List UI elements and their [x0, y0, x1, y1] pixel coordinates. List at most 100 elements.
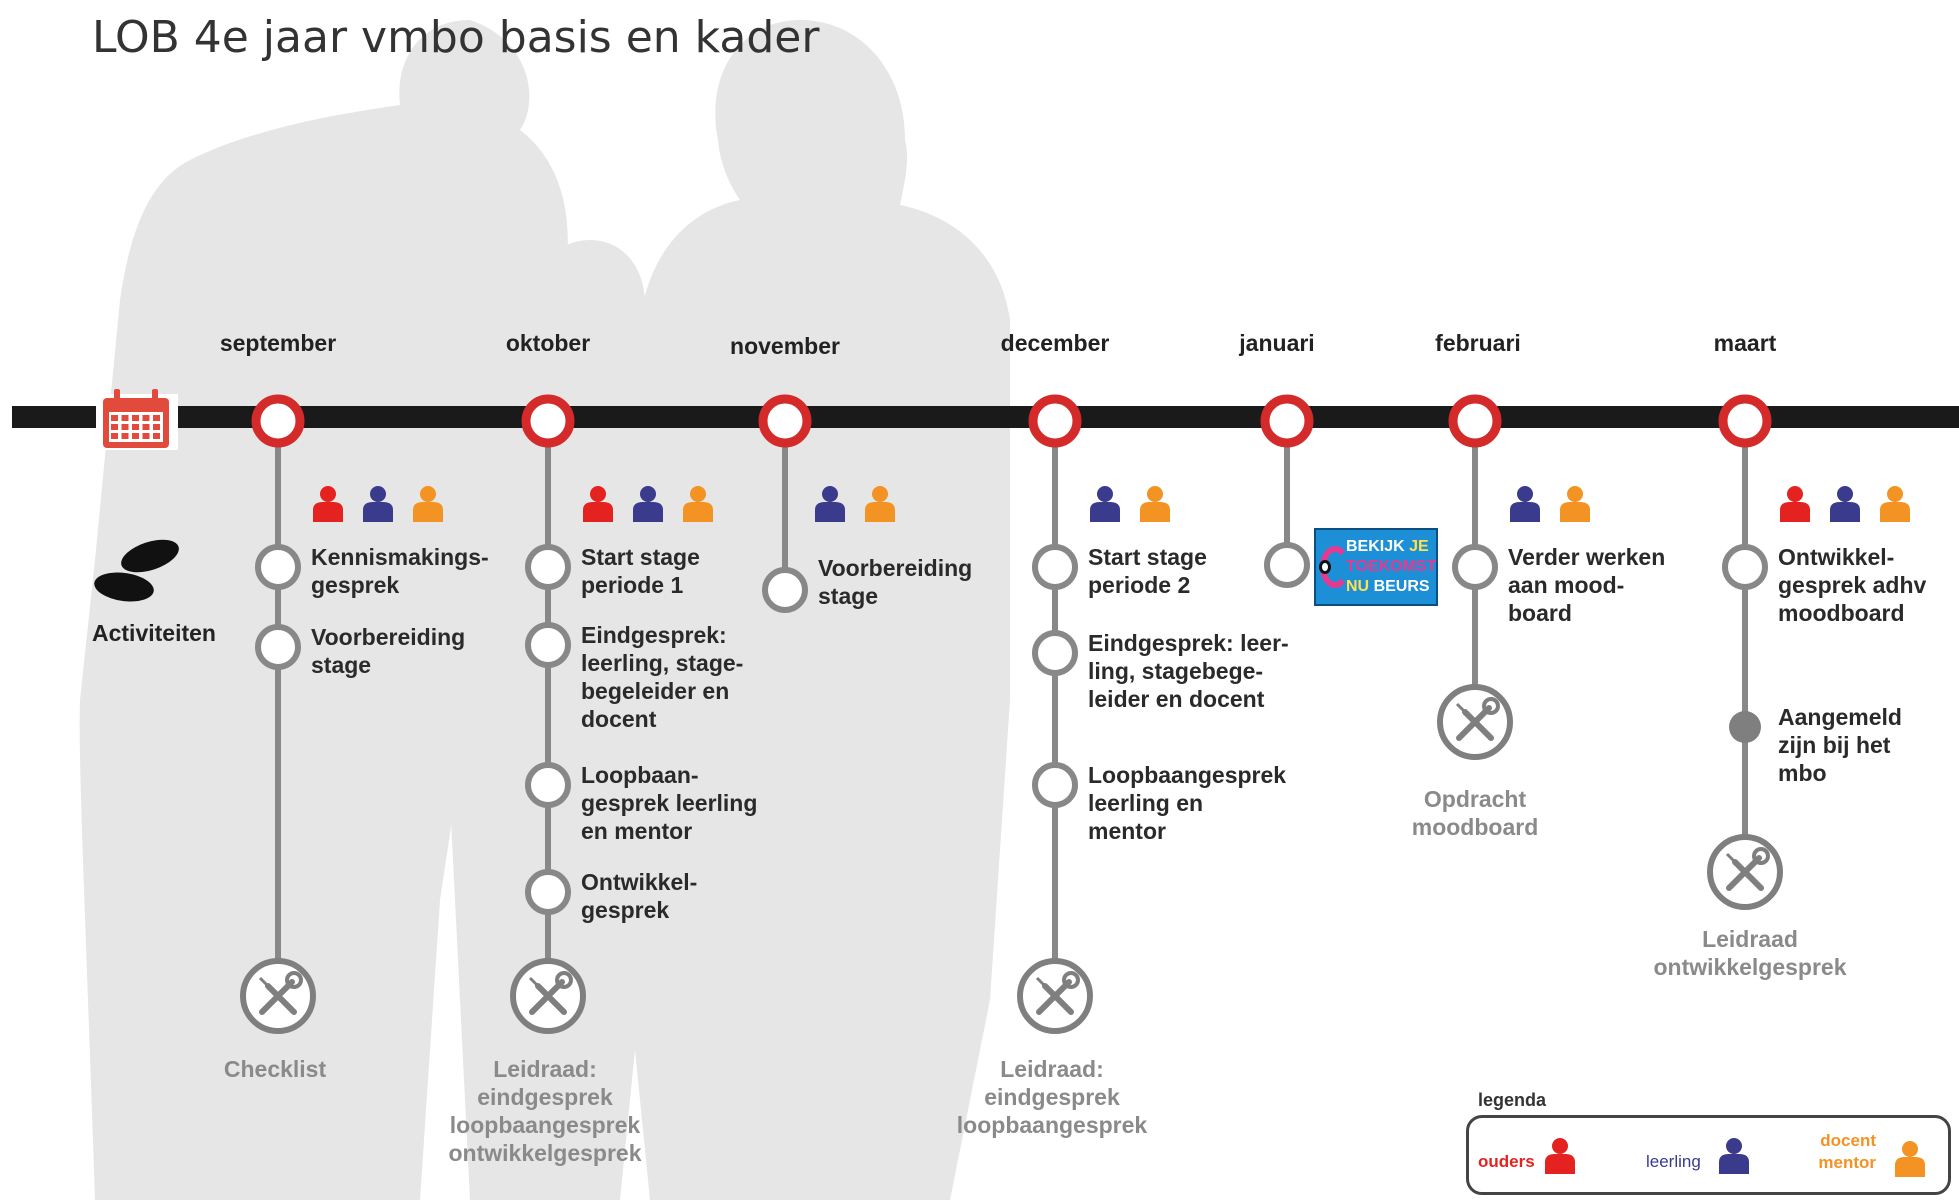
calendar-icon-cell	[132, 433, 139, 439]
month-marker	[521, 394, 575, 448]
person-icon	[1719, 1138, 1749, 1174]
person-icon	[1780, 486, 1810, 522]
activity-node	[762, 567, 808, 613]
person-icon-body	[1719, 1154, 1749, 1174]
person-icon-body	[865, 502, 895, 522]
activity-node	[525, 544, 571, 590]
beurs-line-1: BEKIJK JE	[1346, 538, 1429, 556]
activities-label: Activiteiten	[92, 620, 216, 646]
month-label: februari	[1435, 330, 1521, 356]
calendar-icon-cell	[153, 424, 160, 430]
beurs-word-nu: NU	[1346, 578, 1370, 595]
activity-label: Loopbaan- gesprek leerling en mentor	[581, 762, 758, 844]
activity-label: Voorbereiding stage	[818, 555, 973, 609]
person-icon	[1880, 486, 1910, 522]
beurs-badge: BEKIJK JE TOEKOMST NU BEURS	[1314, 528, 1438, 606]
activity-label: Ontwikkel- gesprek adhv moodboard	[1778, 544, 1927, 626]
tool-label: Leidraad ontwikkelgesprek	[1653, 926, 1847, 980]
person-icon	[683, 486, 713, 522]
person-icon-head	[1837, 486, 1853, 502]
activity-label: Loopbaangesprek leerling en mentor	[1088, 762, 1287, 844]
calendar-icon-cell	[111, 433, 118, 439]
person-icon	[1090, 486, 1120, 522]
beurs-word-beurs: BEURS	[1373, 578, 1430, 595]
person-icon	[313, 486, 343, 522]
tools-icon-screwdriver-tip	[258, 976, 270, 988]
person-icon-body	[583, 502, 613, 522]
activity-node	[1032, 762, 1078, 808]
person-icon-body	[1140, 502, 1170, 522]
calendar-icon-cell	[142, 424, 150, 430]
activity-label: Start stage periode 2	[1088, 544, 1207, 598]
person-icon	[815, 486, 845, 522]
person-icon	[1560, 486, 1590, 522]
month-oktober	[521, 394, 575, 960]
activity-label: Eindgesprek: leerling, stage- begeleider…	[581, 622, 744, 732]
activity-node	[525, 762, 571, 808]
person-icon-head	[1517, 486, 1533, 502]
month-label: december	[1000, 330, 1110, 356]
person-icon	[1830, 486, 1860, 522]
tools-icon	[510, 958, 586, 1034]
legend-leerling-label: leerling	[1646, 1152, 1701, 1171]
calendar-icon	[96, 389, 178, 450]
calendar-icon-cell	[111, 415, 118, 421]
person-icon-head	[1567, 486, 1583, 502]
beurs-word-je: JE	[1409, 538, 1429, 555]
calendar-icon-cell	[121, 433, 129, 439]
activity-label: Verder werken aan mood- board	[1508, 544, 1666, 626]
legend-docent-label: docent mentor	[1818, 1131, 1876, 1172]
activity-node	[1452, 544, 1498, 590]
person-icon-head	[420, 486, 436, 502]
tools-icon-wrench-head	[285, 971, 303, 989]
month-marker	[1448, 394, 1502, 448]
silhouette-adult-left	[79, 20, 568, 1200]
activity-node	[1264, 542, 1310, 588]
page-title: LOB 4e jaar vmbo basis en kader	[92, 12, 820, 63]
activity-label: Eindgesprek: leer- ling, stagebege- leid…	[1088, 630, 1289, 712]
beurs-word-bekijk: BEKIJK	[1346, 538, 1405, 555]
tools-icon-screwdriver-tip	[1035, 976, 1047, 988]
month-december	[1028, 394, 1082, 960]
month-label: januari	[1239, 330, 1315, 356]
activity-node	[1032, 544, 1078, 590]
month-label: maart	[1713, 330, 1777, 356]
month-november	[758, 394, 812, 613]
activity-node	[1722, 544, 1768, 590]
activity-node	[1729, 711, 1761, 743]
beurs-word-toekomst: TOEKOMST	[1346, 558, 1437, 575]
legend-title: legenda	[1478, 1090, 1547, 1110]
person-icon	[1140, 486, 1170, 522]
silhouette-child	[444, 240, 682, 1200]
person-icon-body	[1880, 502, 1910, 522]
person-icon-head	[1552, 1138, 1568, 1154]
person-icon	[1895, 1141, 1925, 1177]
person-icon-body	[1560, 502, 1590, 522]
person-icon-body	[1780, 502, 1810, 522]
tools-icon	[1437, 684, 1513, 760]
person-icon-head	[370, 486, 386, 502]
family-silhouette	[79, 20, 1010, 1200]
month-marker	[251, 394, 305, 448]
tool-label: Opdracht moodboard	[1411, 786, 1539, 840]
tools-icon-screwdriver-tip	[1725, 852, 1737, 864]
activity-node	[525, 622, 571, 668]
person-icon-head	[590, 486, 606, 502]
activity-label: Kennismakings- gesprek	[311, 544, 489, 598]
activity-label: Start stage periode 1	[581, 544, 700, 598]
month-marker	[1028, 394, 1082, 448]
tools-icon-screwdriver	[1462, 709, 1494, 741]
tools-icon-screwdriver	[265, 983, 297, 1015]
calendar-icon-cell	[142, 433, 150, 439]
tools-icon	[240, 958, 316, 1034]
person-icon-head	[1902, 1141, 1918, 1157]
person-icon-body	[1090, 502, 1120, 522]
month-label: september	[219, 330, 337, 356]
tools-icon-screwdriver-tip	[528, 976, 540, 988]
person-icon-body	[1545, 1154, 1575, 1174]
footstep-left	[94, 572, 154, 602]
tools-icon-screwdriver-tip	[1455, 702, 1467, 714]
person-icon	[865, 486, 895, 522]
